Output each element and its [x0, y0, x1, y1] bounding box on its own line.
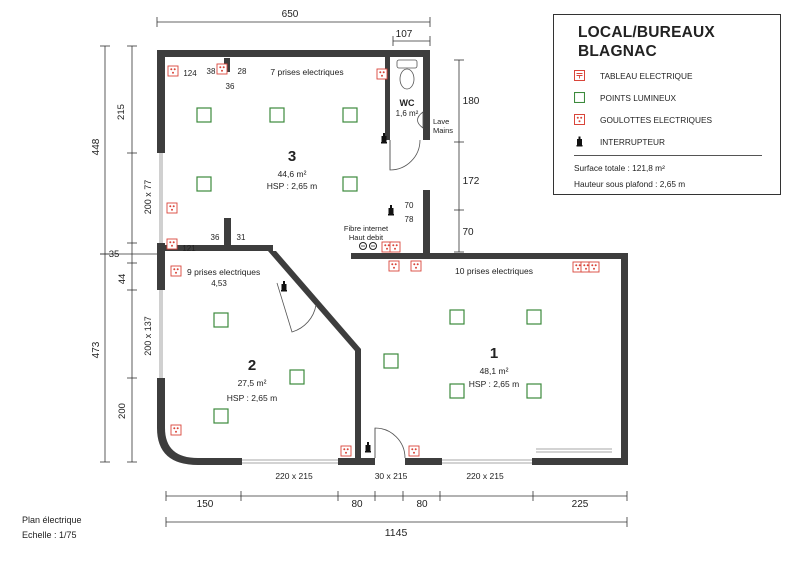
dim-right-70: 70: [462, 227, 474, 238]
wc-sink-label: Lave: [433, 117, 449, 126]
dim-bottom-80a: 80: [351, 499, 363, 510]
dim-bottom-80b: 80: [416, 499, 428, 510]
dim-bottom-total: 1145: [385, 527, 408, 539]
dim-bay-right: 220 x 215: [466, 471, 504, 481]
dim-36b: 36: [211, 233, 220, 242]
room1-outlets: 10 prises electriques: [455, 266, 533, 276]
dim-36a: 36: [226, 82, 235, 91]
legend-title: LOCAL/BUREAUX BLAGNAC: [578, 23, 715, 61]
fibre-label2: Haut debit: [349, 233, 384, 242]
dim-right-180: 180: [463, 96, 480, 107]
cable-duct-icon: [574, 114, 585, 125]
dim-121: 121: [182, 244, 196, 253]
rounded-corner-wall: [157, 428, 242, 465]
legend-title-line2: BLAGNAC: [578, 43, 657, 60]
room3-hsp: HSP : 2,65 m: [267, 181, 317, 191]
wc-area: 1,6 m²: [396, 109, 419, 118]
legend-title-line1: LOCAL/BUREAUX: [578, 24, 715, 41]
dim-70: 70: [405, 201, 414, 210]
room1-area: 48,1 m²: [480, 366, 509, 376]
dim-bottom-225: 225: [572, 499, 589, 510]
plan-caption-scale: Echelle : 1/75: [22, 530, 77, 540]
room3-area: 44,6 m²: [278, 169, 307, 179]
dim-left-215: 215: [116, 104, 127, 120]
wc-fixtures: [396, 59, 424, 129]
legend-surface: Surface totale : 121,8 m²: [574, 163, 665, 173]
dim-bay-left: 220 x 215: [275, 471, 313, 481]
room3-number: 3: [288, 148, 296, 165]
wc-sink-label2: Mains: [433, 126, 453, 135]
room2-dim: 4,53: [211, 279, 227, 288]
switch-icon: [576, 136, 583, 147]
room2-outlets: 9 prises electriques: [187, 267, 260, 277]
room2-area: 27,5 m²: [238, 378, 267, 388]
room3-outlets: 7 prises electriques: [270, 67, 343, 77]
dimension-lines: [100, 17, 628, 527]
dim-door-main: 30 x 215: [375, 471, 408, 481]
legend-label-panel: TABLEAU ELECTRIQUE: [600, 71, 693, 81]
dim-left-200: 200: [117, 403, 128, 419]
dim-left-35: 35: [109, 249, 120, 260]
dim-left-44: 44: [117, 274, 128, 285]
electrical-panel-icon: [574, 70, 585, 81]
room2-number: 2: [248, 357, 256, 374]
legend-height: Hauteur sous plafond : 2,65 m: [574, 179, 686, 189]
dim-right-172: 172: [463, 176, 480, 187]
dim-38: 38: [207, 67, 216, 76]
dim-78: 78: [405, 215, 414, 224]
legend-label-light: POINTS LUMINEUX: [600, 93, 677, 103]
dim-bottom-150: 150: [197, 499, 214, 510]
dim-28: 28: [238, 67, 247, 76]
dim-left-window-lower: 200 x 137: [143, 316, 153, 356]
room2-hsp: HSP : 2,65 m: [227, 393, 277, 403]
legend-label-switch: INTERRUPTEUR: [600, 137, 665, 147]
fibre-label: Fibre internet: [344, 224, 389, 233]
windows: [159, 153, 612, 464]
legend-box: LOCAL/BUREAUX BLAGNAC TABLEAU ELECTRIQUE…: [553, 14, 781, 195]
dim-left-window-upper: 200 x 77: [143, 180, 153, 215]
dim-31: 31: [237, 233, 246, 242]
dim-left-448: 448: [91, 138, 102, 155]
room1-number: 1: [490, 345, 498, 362]
wc-name: WC: [400, 98, 415, 108]
legend-label-duct: GOULOTTES ELECTRIQUES: [600, 115, 713, 125]
dim-left-473: 473: [91, 341, 102, 358]
dim-124: 124: [183, 69, 197, 78]
room1-hsp: HSP : 2,65 m: [469, 379, 519, 389]
dim-top-total: 650: [282, 9, 299, 20]
light-point-icon: [574, 92, 585, 103]
dim-top-wc: 107: [396, 29, 413, 40]
fibre-sockets: [359, 242, 377, 250]
door-swings: [276, 139, 421, 459]
plan-caption-title: Plan électrique: [22, 515, 82, 525]
legend-separator: [574, 155, 762, 156]
